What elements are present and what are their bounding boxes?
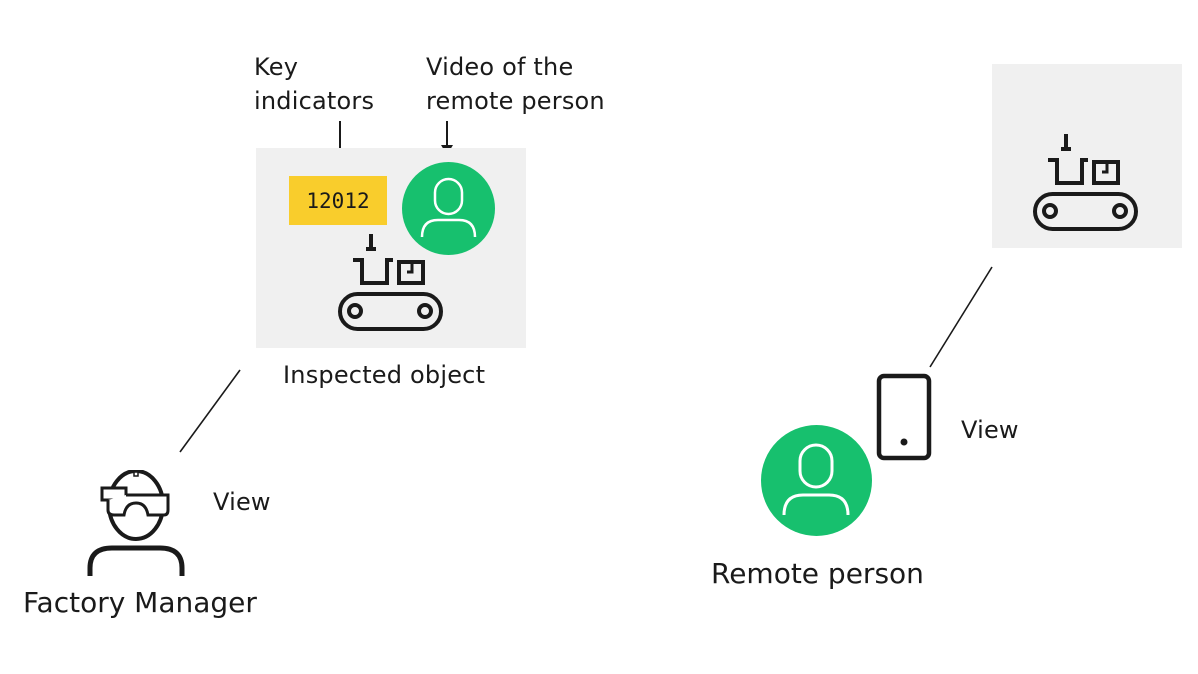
key-indicator-badge: 12012 bbox=[289, 176, 387, 225]
key-indicators-line-1: Key bbox=[254, 53, 299, 81]
inspected-object-caption: Inspected object bbox=[283, 361, 486, 389]
remote-person-view-label: View bbox=[961, 416, 1019, 444]
remote-person-label: Remote person bbox=[711, 557, 924, 590]
person-with-ar-glasses-icon bbox=[87, 470, 185, 576]
smartphone-icon bbox=[876, 373, 932, 461]
factory-manager-label: Factory Manager bbox=[23, 586, 257, 619]
remote-screen-view bbox=[992, 64, 1182, 248]
key-indicators-line-2: indicators bbox=[254, 87, 375, 115]
conveyor-belt-icon bbox=[1033, 134, 1138, 231]
remote-person-avatar-icon bbox=[761, 425, 872, 536]
remote-video-avatar-icon bbox=[402, 162, 495, 255]
view-line-remote-person bbox=[929, 266, 993, 368]
key-indicators-label: Key indicators bbox=[254, 50, 374, 118]
factory-manager-view-label: View bbox=[213, 488, 271, 516]
video-remote-line-2: remote person bbox=[426, 87, 605, 115]
conveyor-belt-icon bbox=[338, 234, 443, 331]
video-remote-line-1: Video of the bbox=[426, 53, 574, 81]
view-line-factory-manager bbox=[179, 369, 241, 453]
video-remote-label: Video of the remote person bbox=[426, 50, 605, 118]
